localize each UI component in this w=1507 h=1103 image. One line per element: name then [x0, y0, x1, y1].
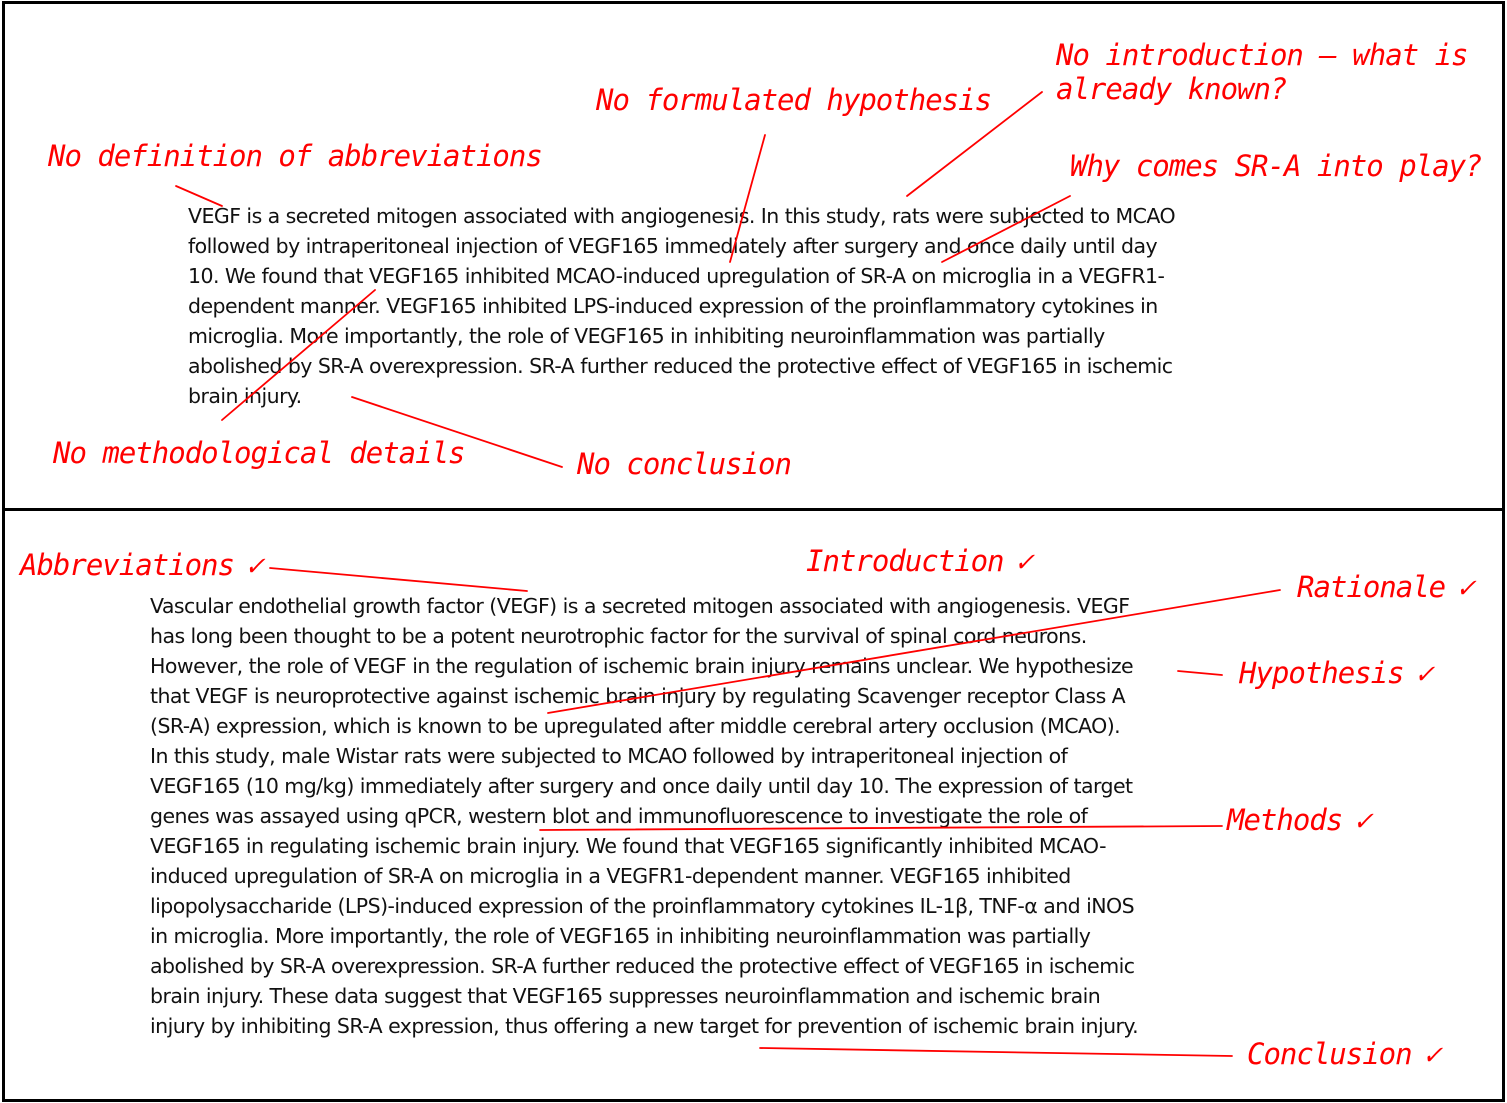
abstract-after-line: lipopolysaccharide (LPS)-induced express…: [150, 894, 1135, 918]
note-introduction-ok: Introduction ✓: [806, 544, 1033, 578]
abstract-after-line: In this study, male Wistar rats were sub…: [150, 744, 1068, 768]
abstract-after-line: However, the role of VEGF in the regulat…: [150, 654, 1134, 678]
note-no-methods: No methodological details: [53, 436, 465, 470]
note-no-rationale: Why comes SR-A into play?: [1070, 149, 1482, 183]
abstract-before-line: 10. We found that VEGF165 inhibited MCAO…: [188, 264, 1165, 288]
methods-label: Methods: [1227, 803, 1343, 837]
abstract-before-line: microglia. More importantly, the role of…: [188, 324, 1105, 348]
abstract-after-line: VEGF165 in regulating ischemic brain inj…: [150, 834, 1106, 858]
check-icon: ✓: [1015, 544, 1033, 578]
note-hypothesis-ok: Hypothesis ✓: [1239, 656, 1433, 690]
abstract-before-line: abolished by SR-A overexpression. SR-A f…: [188, 354, 1173, 378]
abstract-after-line: injury by inhibiting SR-A expression, th…: [150, 1014, 1139, 1038]
conclusion-label: Conclusion: [1247, 1037, 1413, 1071]
check-icon: ✓: [245, 548, 263, 582]
note-methods-ok: Methods ✓: [1227, 803, 1372, 837]
abstract-before-line: brain injury.: [188, 384, 302, 408]
note-abbreviations-ok: Abbreviations ✓: [20, 548, 263, 582]
abstract-after-line: (SR-A) expression, which is known to be …: [150, 714, 1121, 738]
check-icon: ✓: [1354, 803, 1371, 837]
introduction-label: Introduction: [806, 544, 1005, 578]
abstract-after-line: VEGF165 (10 mg/kg) immediately after sur…: [150, 774, 1133, 798]
hypothesis-label: Hypothesis: [1239, 656, 1405, 690]
abstract-after-line: Vascular endothelial growth factor (VEGF…: [150, 594, 1130, 618]
abbreviations-label: Abbreviations: [20, 548, 235, 582]
abstract-after-line: that VEGF is neuroprotective against isc…: [150, 684, 1126, 708]
abstract-before-text: VEGF is a secreted mitogen associated wi…: [188, 201, 1228, 411]
note-rationale-ok: Rationale ✓: [1297, 570, 1475, 604]
note-no-introduction: No introduction – what is already known?: [1056, 38, 1468, 106]
abstract-after-line: genes was assayed using qPCR, western bl…: [150, 804, 1088, 828]
abstract-before-line: followed by intraperitoneal injection of…: [188, 234, 1158, 258]
note-no-abbreviations: No definition of abbreviations: [48, 139, 543, 173]
abstract-after-line: abolished by SR-A overexpression. SR-A f…: [150, 954, 1135, 978]
note-no-hypothesis: No formulated hypothesis: [596, 83, 992, 117]
abstract-before-line: dependent manner. VEGF165 inhibited LPS-…: [188, 294, 1158, 318]
note-no-conclusion: No conclusion: [577, 447, 792, 481]
abstract-after-line: has long been thought to be a potent neu…: [150, 624, 1087, 648]
check-icon: ✓: [1457, 570, 1474, 604]
check-icon: ✓: [1423, 1037, 1441, 1071]
abstract-after-text: Vascular endothelial growth factor (VEGF…: [150, 591, 1210, 1041]
check-icon: ✓: [1415, 656, 1433, 690]
abstract-before-line: VEGF is a secreted mitogen associated wi…: [188, 204, 1176, 228]
rationale-label: Rationale: [1297, 570, 1446, 604]
abstract-after-line: induced upregulation of SR-A on microgli…: [150, 864, 1071, 888]
abstract-after-line: in microglia. More importantly, the role…: [150, 924, 1091, 948]
note-conclusion-ok: Conclusion ✓: [1247, 1037, 1441, 1071]
abstract-after-line: brain injury. These data suggest that VE…: [150, 984, 1101, 1008]
